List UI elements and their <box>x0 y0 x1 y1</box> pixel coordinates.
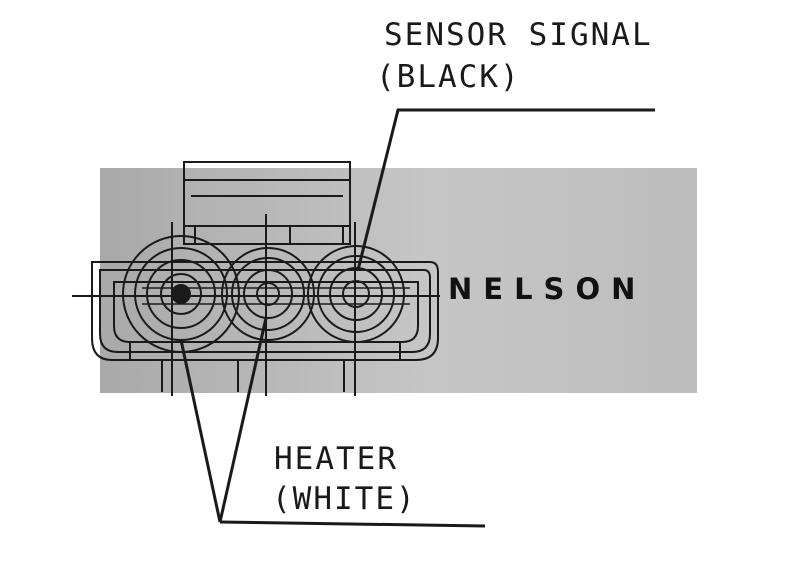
connector-body <box>91 261 439 361</box>
heater-label: HEATER <box>274 441 398 477</box>
sensor-signal-label: SENSOR SIGNAL <box>384 17 653 53</box>
terminal-left <box>122 235 240 353</box>
brand-logo-text: NELSON <box>448 272 647 306</box>
terminal-middle <box>221 247 315 341</box>
sensor-signal-leader <box>356 108 655 271</box>
sensor-signal-color-label: (BLACK) <box>376 59 521 95</box>
heater-leader <box>179 317 486 528</box>
photo-band <box>100 168 697 393</box>
heater-color-label: (WHITE) <box>272 481 417 517</box>
terminal-right <box>307 245 405 343</box>
